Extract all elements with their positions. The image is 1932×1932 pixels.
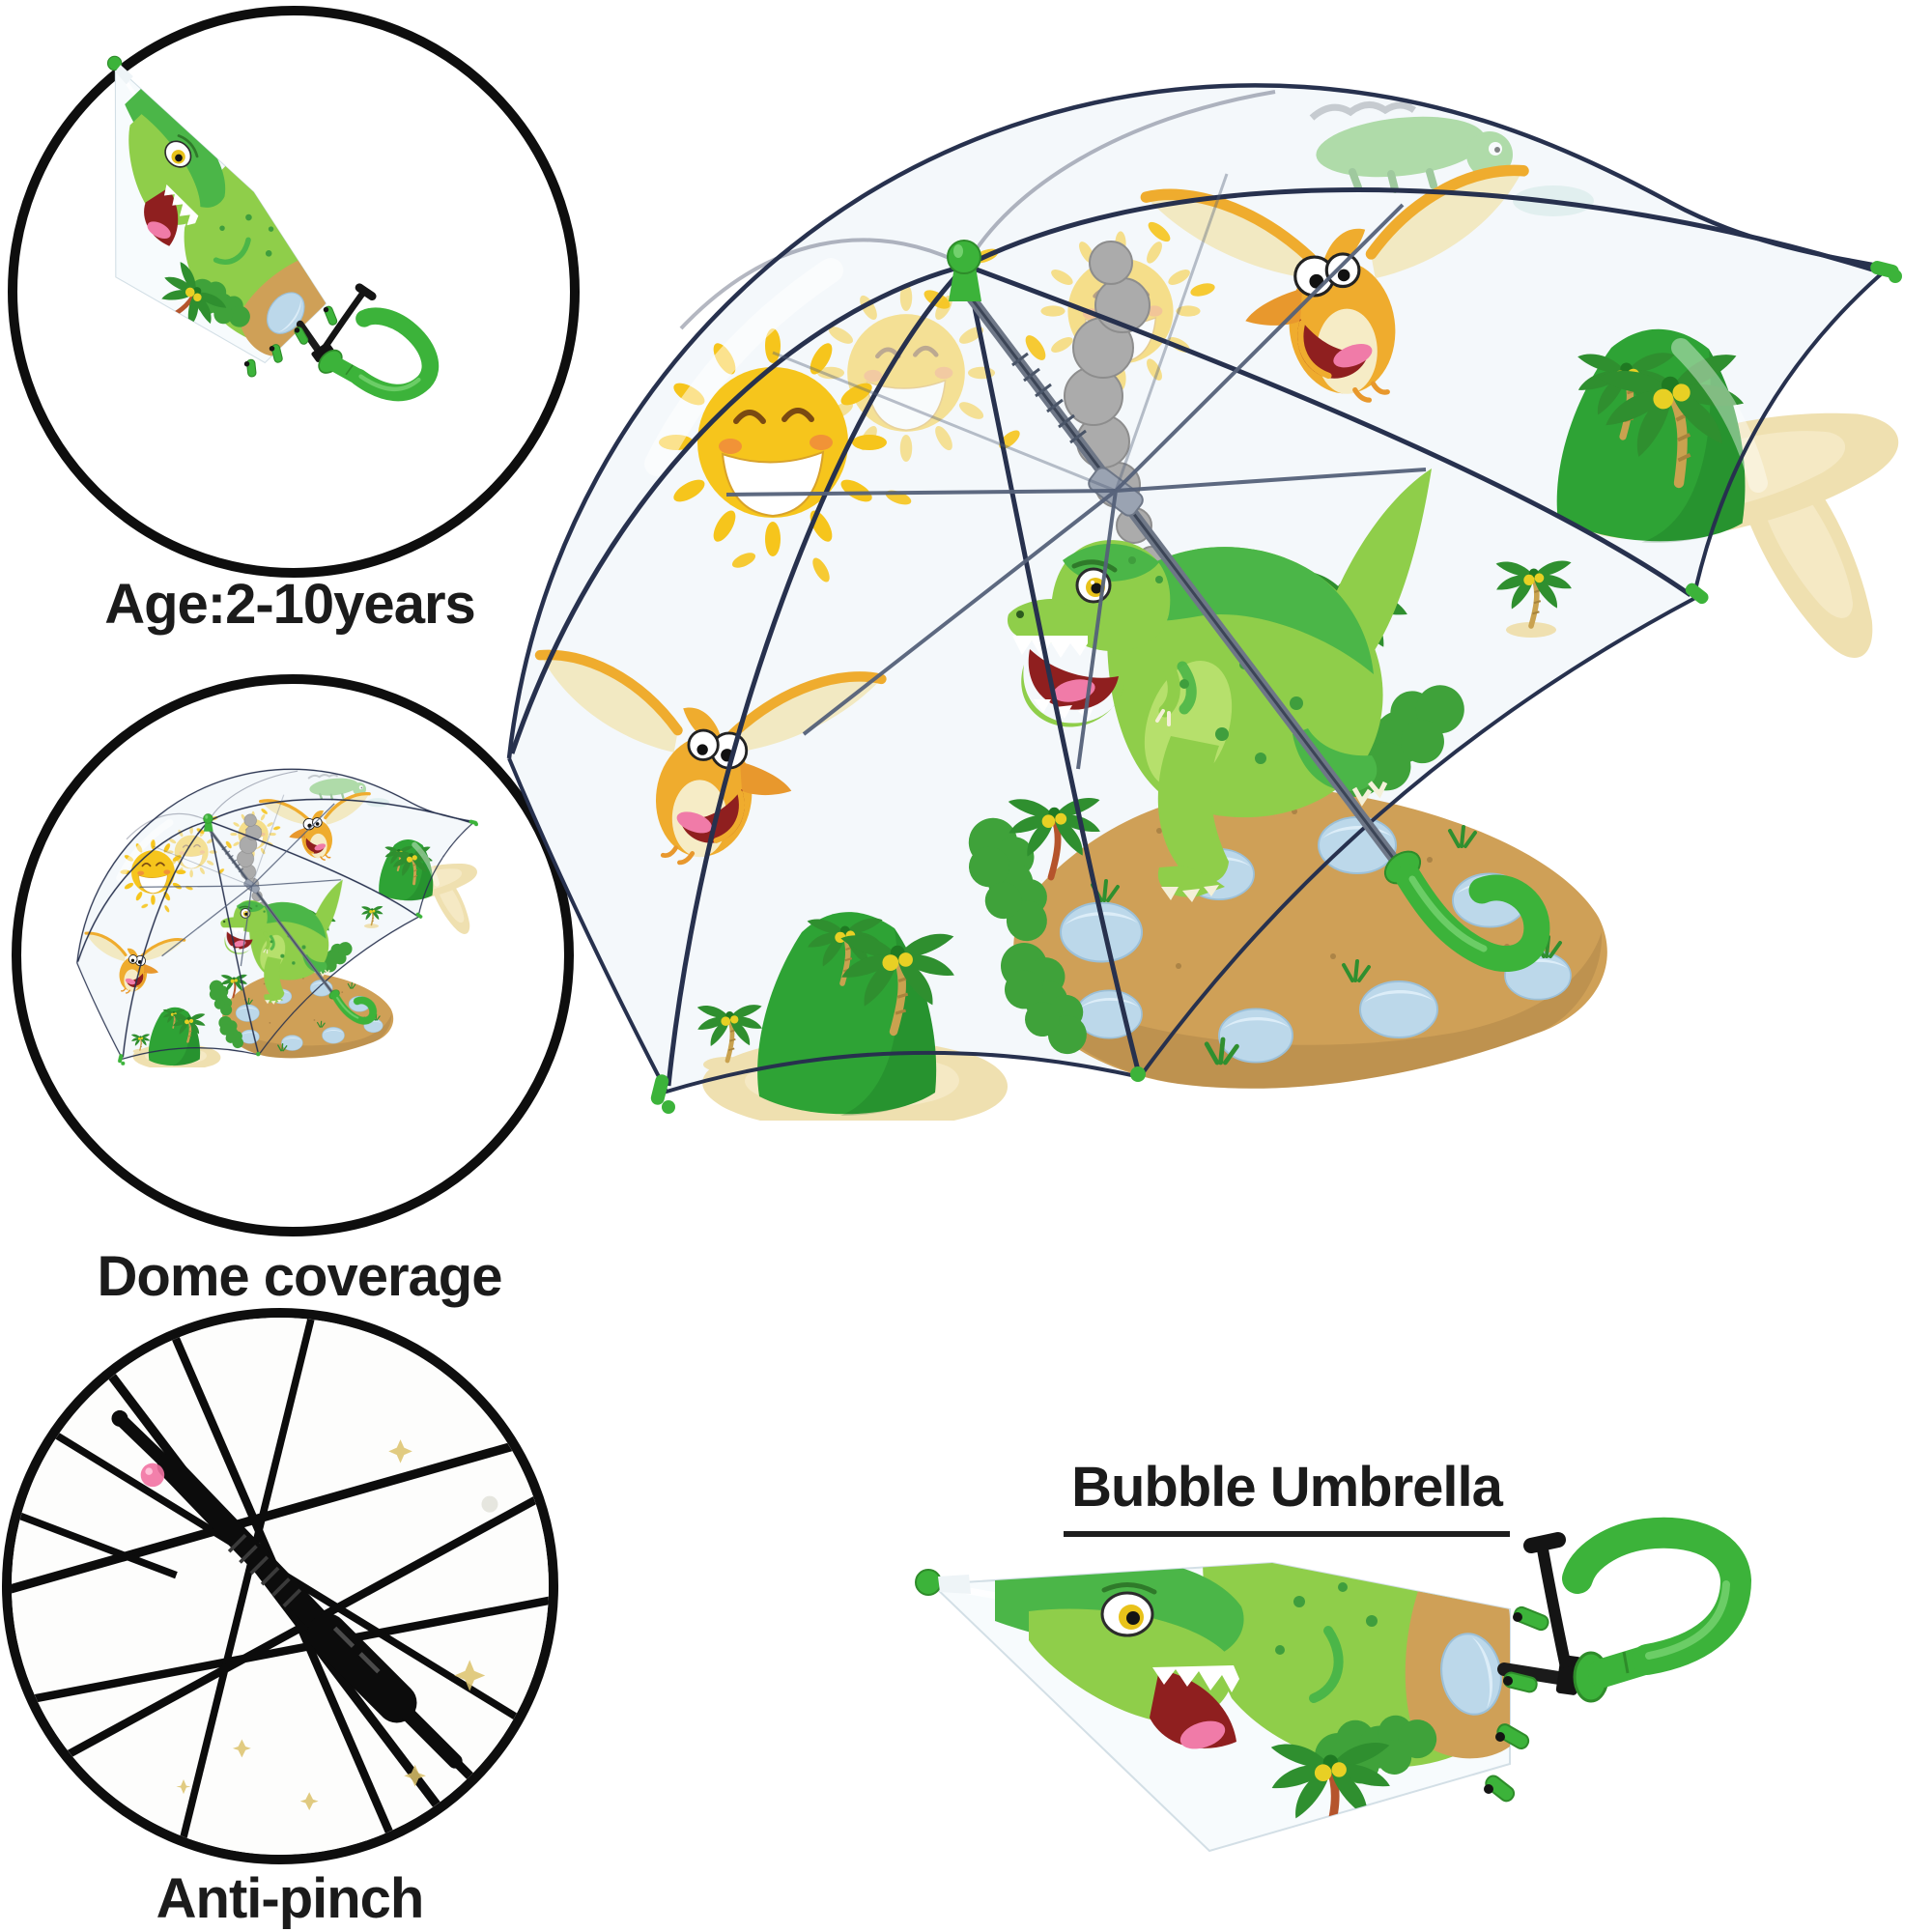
thumb-circle-anti-pinch (2, 1308, 558, 1864)
folded-umbrella-side-view (913, 1515, 1826, 1920)
main-open-umbrella-view (483, 58, 1932, 1121)
anti-pinch-frame-view (7, 1313, 554, 1860)
dome-coverage-label: Dome coverage (97, 1245, 503, 1308)
bubble-umbrella-label: Bubble Umbrella (1022, 1455, 1551, 1537)
anti-pinch-label: Anti-pinch (156, 1867, 425, 1930)
bubble-umbrella-label-text: Bubble Umbrella (1064, 1455, 1510, 1537)
dome-coverage-view (70, 761, 487, 1067)
age-range-label: Age:2-10years (104, 573, 476, 636)
